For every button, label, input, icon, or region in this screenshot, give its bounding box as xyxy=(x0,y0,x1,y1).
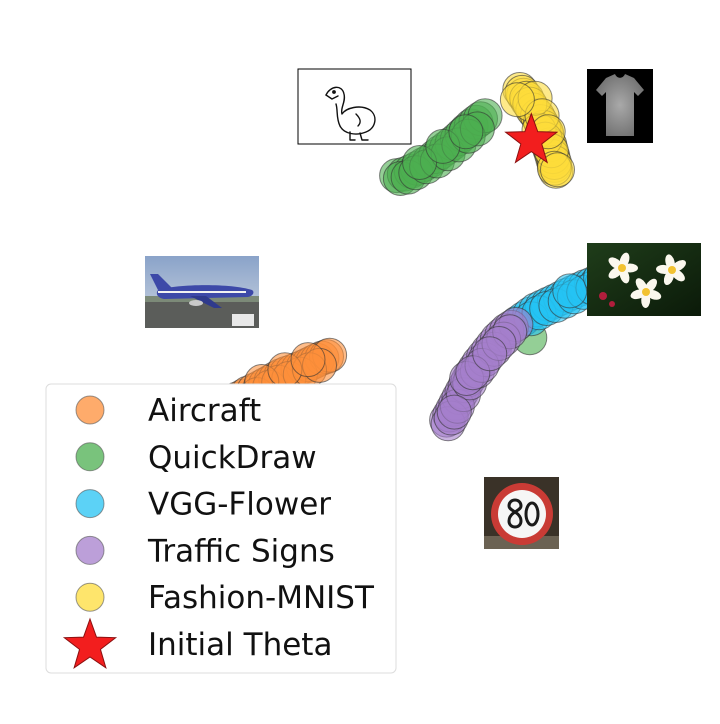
legend-marker-initial-theta xyxy=(62,617,118,670)
vgg-flower-thumbnail xyxy=(587,243,701,316)
legend-label-aircraft: Aircraft xyxy=(148,393,261,429)
fashion-mnist-point-34 xyxy=(540,152,575,188)
legend-marker-aircraft xyxy=(75,395,105,425)
bird-sketch-icon xyxy=(325,86,376,141)
fashion-mnist-thumbnail xyxy=(587,69,653,143)
aircraft-thumbnail xyxy=(145,256,259,328)
traffic-signs-point-34 xyxy=(472,336,508,372)
legend-label-quickdraw: QuickDraw xyxy=(148,440,317,476)
fashion-mnist-point-32 xyxy=(499,82,535,118)
legend-marker-fashion-mnist xyxy=(75,582,105,612)
initial-theta-point-0 xyxy=(504,112,559,164)
aircraft-point-33 xyxy=(290,342,326,378)
speed-limit-sign-icon xyxy=(491,483,553,545)
legend-label-initial-theta: Initial Theta xyxy=(148,627,332,663)
quickdraw-thumbnail xyxy=(297,68,412,145)
legend-label-traffic-signs: Traffic Signs xyxy=(147,533,335,569)
legend-label-vgg-flower: VGG-Flower xyxy=(148,487,331,523)
airplane-icon xyxy=(150,274,254,326)
flower-icon xyxy=(599,252,686,308)
traffic-signs-thumbnail xyxy=(484,477,559,549)
tshirt-icon xyxy=(596,74,644,136)
legend-marker-traffic-signs xyxy=(75,535,105,565)
legend-marker-quickdraw xyxy=(75,442,105,472)
quickdraw-point-28 xyxy=(448,114,484,150)
traffic-signs-point-32 xyxy=(436,394,472,430)
vgg-flower-point-32 xyxy=(552,273,588,309)
legend-label-fashion-mnist: Fashion-MNIST xyxy=(148,580,375,616)
legend-marker-vgg-flower xyxy=(75,489,105,519)
